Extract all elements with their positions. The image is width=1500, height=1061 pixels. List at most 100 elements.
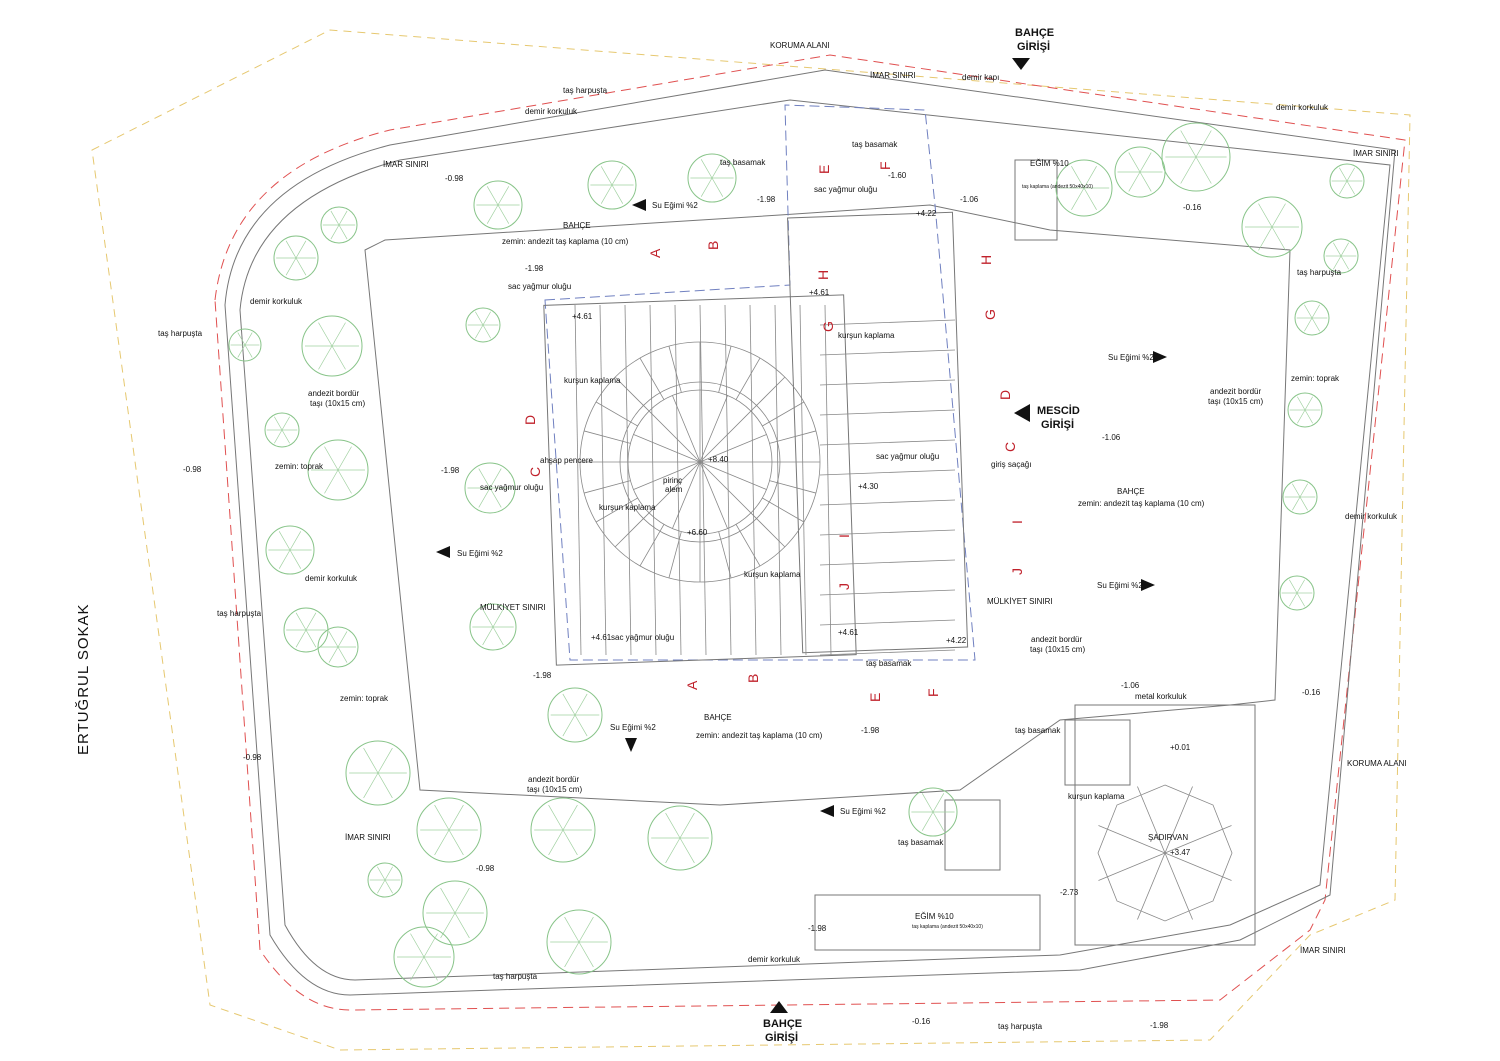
dome-rib bbox=[672, 395, 701, 463]
level-value: +4.22 bbox=[946, 636, 967, 645]
annotation: taş harpuşta bbox=[158, 329, 203, 338]
slope-label: Su Eğimi %2 bbox=[1108, 353, 1154, 362]
annotation: EĞİM %10 bbox=[1030, 159, 1069, 168]
annotation: kurşun kaplama bbox=[564, 376, 621, 385]
level-value: -0.16 bbox=[912, 1017, 931, 1026]
dome-rib bbox=[614, 376, 650, 412]
tree-symbol bbox=[464, 462, 516, 514]
annotation: giriş saçağı bbox=[991, 460, 1031, 469]
slope-label: Su Eğimi %2 bbox=[652, 201, 698, 210]
section-mark: G bbox=[982, 309, 998, 320]
dome-rib bbox=[668, 531, 682, 579]
tree-symbol bbox=[1055, 159, 1113, 217]
entrance-label: GİRİŞİ bbox=[1041, 418, 1074, 431]
level-value: -0.98 bbox=[445, 174, 464, 183]
section-mark: J bbox=[836, 583, 852, 590]
annotation: MÜLKİYET SINIRI bbox=[987, 597, 1053, 606]
sadirvan-rib bbox=[1164, 825, 1232, 854]
tree-symbol bbox=[1294, 300, 1330, 336]
dome-rib bbox=[672, 461, 701, 529]
section-mark: D bbox=[997, 390, 1013, 400]
sadirvan-ribs bbox=[1098, 786, 1232, 920]
dome-rib bbox=[762, 401, 805, 427]
section-mark: B bbox=[745, 674, 761, 683]
annotation: zemin: toprak bbox=[1291, 374, 1340, 383]
annotation: taş basamak bbox=[720, 158, 766, 167]
dome-rib bbox=[595, 497, 638, 523]
section-mark: A bbox=[684, 680, 700, 690]
level-value: +4.61 bbox=[591, 633, 612, 642]
tree-symbol bbox=[473, 180, 523, 230]
sadirvan-rib bbox=[1164, 786, 1193, 854]
tree-symbol bbox=[1287, 392, 1323, 428]
roof-rib bbox=[819, 649, 956, 656]
annotation: kurşun kaplama bbox=[744, 570, 801, 579]
dome-rib bbox=[718, 345, 732, 393]
tree-symbol bbox=[1329, 163, 1365, 199]
roof-rib bbox=[819, 409, 956, 416]
dome-rib bbox=[699, 410, 752, 463]
level-value: +4.30 bbox=[858, 482, 879, 491]
section-mark: C bbox=[527, 467, 543, 477]
slope-arrow-icon bbox=[820, 805, 834, 817]
section-mark: B bbox=[705, 241, 721, 250]
dome-rib bbox=[614, 512, 650, 548]
koruma-alani-boundary bbox=[91, 29, 1411, 1051]
tree-symbol bbox=[587, 160, 637, 210]
annotation: ahşap pencere bbox=[540, 456, 593, 465]
trees bbox=[228, 122, 1365, 988]
roof-rib bbox=[819, 559, 956, 566]
level-value: -0.98 bbox=[243, 753, 262, 762]
annotation: demir korkuluk bbox=[1345, 512, 1398, 521]
annotation: İMAR SINIRI bbox=[1353, 149, 1399, 158]
annotation: taş basamak bbox=[852, 140, 898, 149]
dome-rib bbox=[583, 480, 631, 494]
roof-rib bbox=[624, 304, 632, 656]
annotation: ŞADIRVAN bbox=[1148, 833, 1188, 842]
tree-symbol bbox=[317, 626, 359, 668]
tree-symbol bbox=[546, 909, 612, 975]
annotation: İMAR SINIRI bbox=[1300, 946, 1346, 955]
roof-rib bbox=[749, 304, 757, 656]
annotation: zemin: toprak bbox=[275, 462, 324, 471]
sadirvan-rib bbox=[1137, 852, 1166, 920]
mosque-east-block bbox=[787, 211, 969, 654]
annotation: metal korkuluk bbox=[1135, 692, 1188, 701]
section-mark: H bbox=[978, 255, 994, 265]
entrance-arrow-icon bbox=[770, 1001, 788, 1013]
slope-arrow-icon bbox=[625, 738, 637, 752]
section-mark: H bbox=[815, 270, 831, 280]
tree-symbol bbox=[367, 862, 403, 898]
level-value: -1.98 bbox=[525, 264, 544, 273]
garden-border bbox=[364, 204, 1291, 806]
roof-rib bbox=[819, 439, 956, 446]
entrance-label: BAHÇE bbox=[763, 1018, 802, 1030]
section-mark: D bbox=[522, 415, 538, 425]
sadirvan-roof bbox=[1097, 784, 1233, 922]
tree-symbol bbox=[547, 687, 603, 743]
tree-symbol bbox=[465, 307, 501, 343]
dome-rib bbox=[769, 430, 817, 444]
dome-rib bbox=[699, 434, 767, 463]
tree-symbol bbox=[273, 235, 319, 281]
dome-ribs bbox=[580, 342, 820, 582]
roof-rib bbox=[819, 469, 956, 476]
ramp-south bbox=[814, 894, 1041, 951]
section-mark: A bbox=[647, 248, 663, 258]
sadirvan-enclosure bbox=[1074, 704, 1256, 946]
section-markers: A B A B C D C D E F E F G H G H I J I J bbox=[522, 161, 1025, 702]
entrance-arrow-icon bbox=[1012, 58, 1030, 70]
annotation: zemin: toprak bbox=[340, 694, 389, 703]
sadirvan-rib bbox=[1098, 852, 1166, 881]
annotation: kurşun kaplama bbox=[838, 331, 895, 340]
roof-ribs bbox=[574, 304, 956, 656]
tree-symbol bbox=[301, 315, 363, 377]
mosque-main-block bbox=[543, 294, 857, 666]
annotation: taş kaplama (andezit 50x40x10) bbox=[1022, 184, 1093, 190]
section-mark: E bbox=[816, 165, 832, 174]
level-value: +0.01 bbox=[1170, 743, 1191, 752]
slope-label: Su Eğimi %2 bbox=[457, 549, 503, 558]
dome-rib bbox=[639, 357, 665, 400]
level-value: -0.98 bbox=[183, 465, 202, 474]
sadirvan-rib bbox=[1164, 852, 1193, 920]
